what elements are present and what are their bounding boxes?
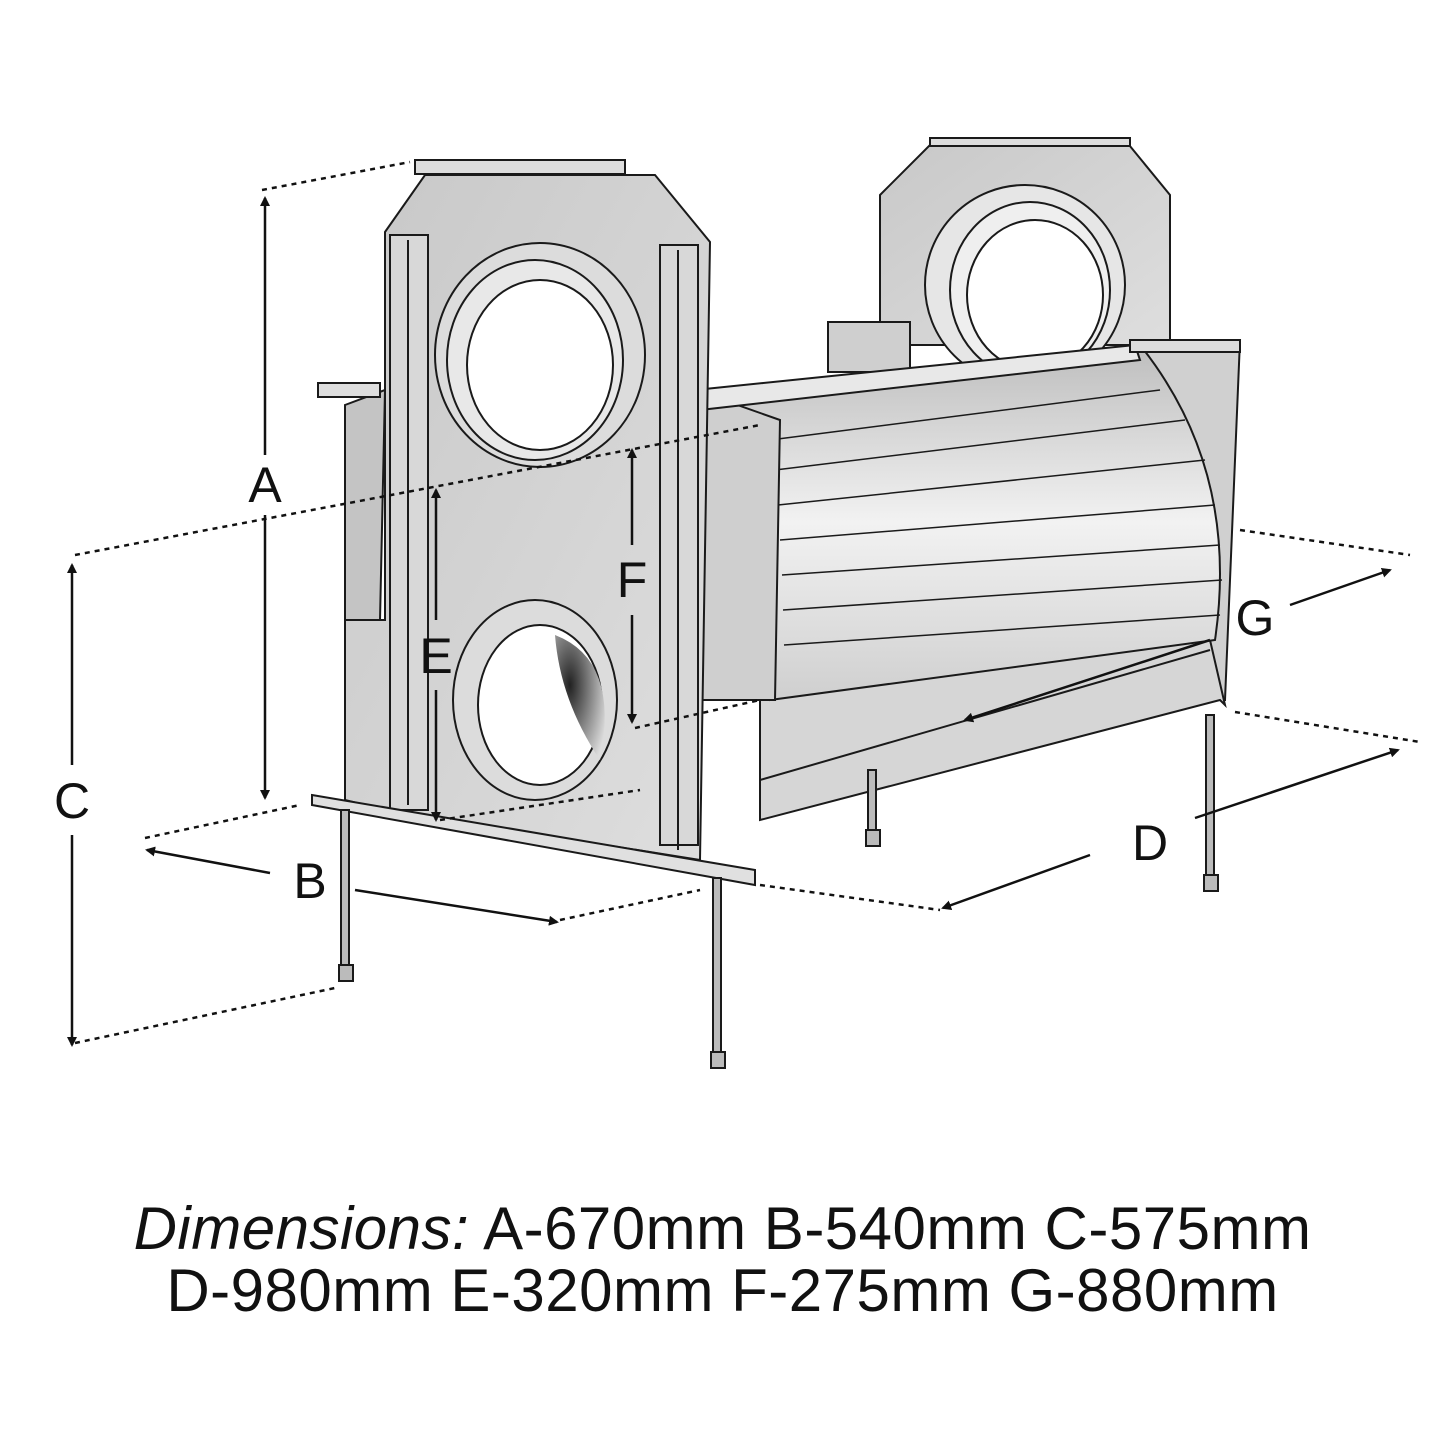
dimensions-caption-line2: D-980mm E-320mm F-275mm G-880mm [166,1257,1279,1324]
label-d: D [1132,815,1168,871]
legs [338,714,1219,1069]
dimensions-caption-line1: Dimensions: A-670mm B-540mm C-575mm [0,1198,1445,1260]
dimensions-abc: A-670mm B-540mm C-575mm [483,1195,1312,1262]
dimensions-prefix: Dimensions: [133,1195,470,1262]
dimension-guides [74,160,1421,1045]
label-f: F [617,552,648,608]
label-b: B [293,853,326,909]
dimension-arrows [67,196,1400,1047]
heat-exchanger-barrel [693,339,1241,822]
label-g: G [1236,590,1275,646]
label-e: E [419,628,452,684]
label-c: C [54,773,90,829]
label-a: A [248,457,282,513]
front-panel [311,159,756,887]
